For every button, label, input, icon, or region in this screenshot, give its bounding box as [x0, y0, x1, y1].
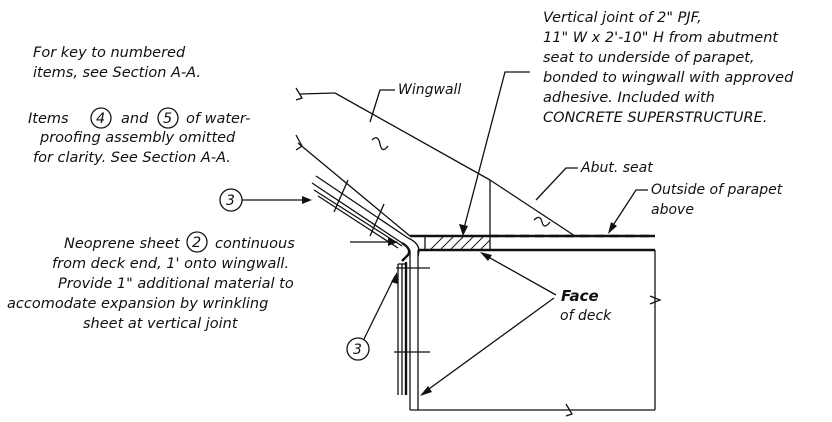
item-2-ref: 2	[192, 235, 201, 251]
neoprene-leader	[350, 238, 398, 246]
parapet-label-line-2: above	[651, 202, 694, 218]
joint-note-leader	[459, 71, 530, 236]
neoprene-note-line-3: Provide 1" additional material to	[58, 276, 294, 292]
neoprene-note-line-4: accomodate expansion by wrinkling	[7, 296, 268, 312]
abutment-wall	[394, 250, 430, 410]
bubble-3-lower: 3	[346, 272, 398, 361]
abut-seat-label: Abut. seat	[580, 160, 653, 176]
parapet-callout: Outside of parapet above	[608, 182, 783, 234]
item-5-ref: 5	[163, 111, 172, 127]
face-of-deck-callout: Face of deck	[420, 252, 612, 396]
wingwall-outline	[295, 87, 576, 237]
of-deck-label: of deck	[560, 308, 612, 324]
joint-note-line-3: seat to underside of parapet,	[543, 50, 755, 66]
key-note-line-1: For key to numbered	[33, 45, 186, 61]
item-5-bubble	[157, 107, 179, 129]
items-note-and: and	[121, 111, 149, 127]
vertical-joint-note: Vertical joint of 2" PJF, 11" W x 2'-10"…	[543, 10, 794, 126]
wingwall-label: Wingwall	[398, 82, 461, 98]
bubble-3-lower-ref: 3	[353, 342, 362, 358]
break-symbol-inner	[295, 134, 303, 151]
seat-squiggle	[533, 216, 551, 227]
wingwall-slope-line	[489, 179, 576, 237]
joint-note-line-5: adhesive. Included with	[543, 90, 715, 106]
break-symbol-top	[295, 87, 303, 101]
deck-and-seat	[410, 216, 662, 417]
item-4-ref: 4	[96, 111, 105, 127]
bubble-3-upper-ref: 3	[226, 193, 235, 209]
joint-note-line-2: 11" W x 2'-10" H from abutment	[543, 30, 779, 46]
wingwall-squiggle	[371, 137, 389, 151]
key-note-line-2: items, see Section A-A.	[33, 65, 201, 81]
parapet-label-line-1: Outside of parapet	[651, 182, 783, 198]
bubble-3-upper: 3	[219, 188, 312, 212]
joint-note-line-6: CONCRETE SUPERSTRUCTURE.	[543, 110, 767, 126]
joint-note-line-1: Vertical joint of 2" PJF,	[543, 10, 702, 26]
key-note: For key to numbered items, see Section A…	[33, 45, 201, 81]
joint-note-line-4: bonded to wingwall with approved	[543, 70, 794, 86]
neoprene-note-line-2: from deck end, 1' onto wingwall.	[52, 256, 289, 272]
wingwall-callout: Wingwall	[369, 82, 461, 123]
neoprene-note: Neoprene sheet 2 continuous from deck en…	[7, 231, 295, 332]
neoprene-note-line-5: sheet at vertical joint	[83, 316, 239, 332]
face-label: Face	[561, 287, 599, 305]
pjf-joint-filler	[424, 235, 491, 251]
item-4-bubble	[90, 107, 112, 129]
neoprene-sheet	[311, 175, 420, 262]
neoprene-note-tail: continuous	[215, 236, 295, 252]
item-2-bubble	[186, 231, 208, 253]
items-note-word: Items	[28, 111, 69, 127]
neoprene-note-word: Neoprene sheet	[64, 236, 181, 252]
items-note-tail: of water-	[186, 111, 250, 127]
abut-seat-callout: Abut. seat	[535, 160, 653, 201]
items-note-line-2: proofing assembly omitted	[39, 130, 236, 146]
items-omitted-note: Items 4 and 5 of water- proofing assembl…	[28, 107, 250, 166]
items-note-line-3: for clarity. See Section A-A.	[33, 150, 231, 166]
